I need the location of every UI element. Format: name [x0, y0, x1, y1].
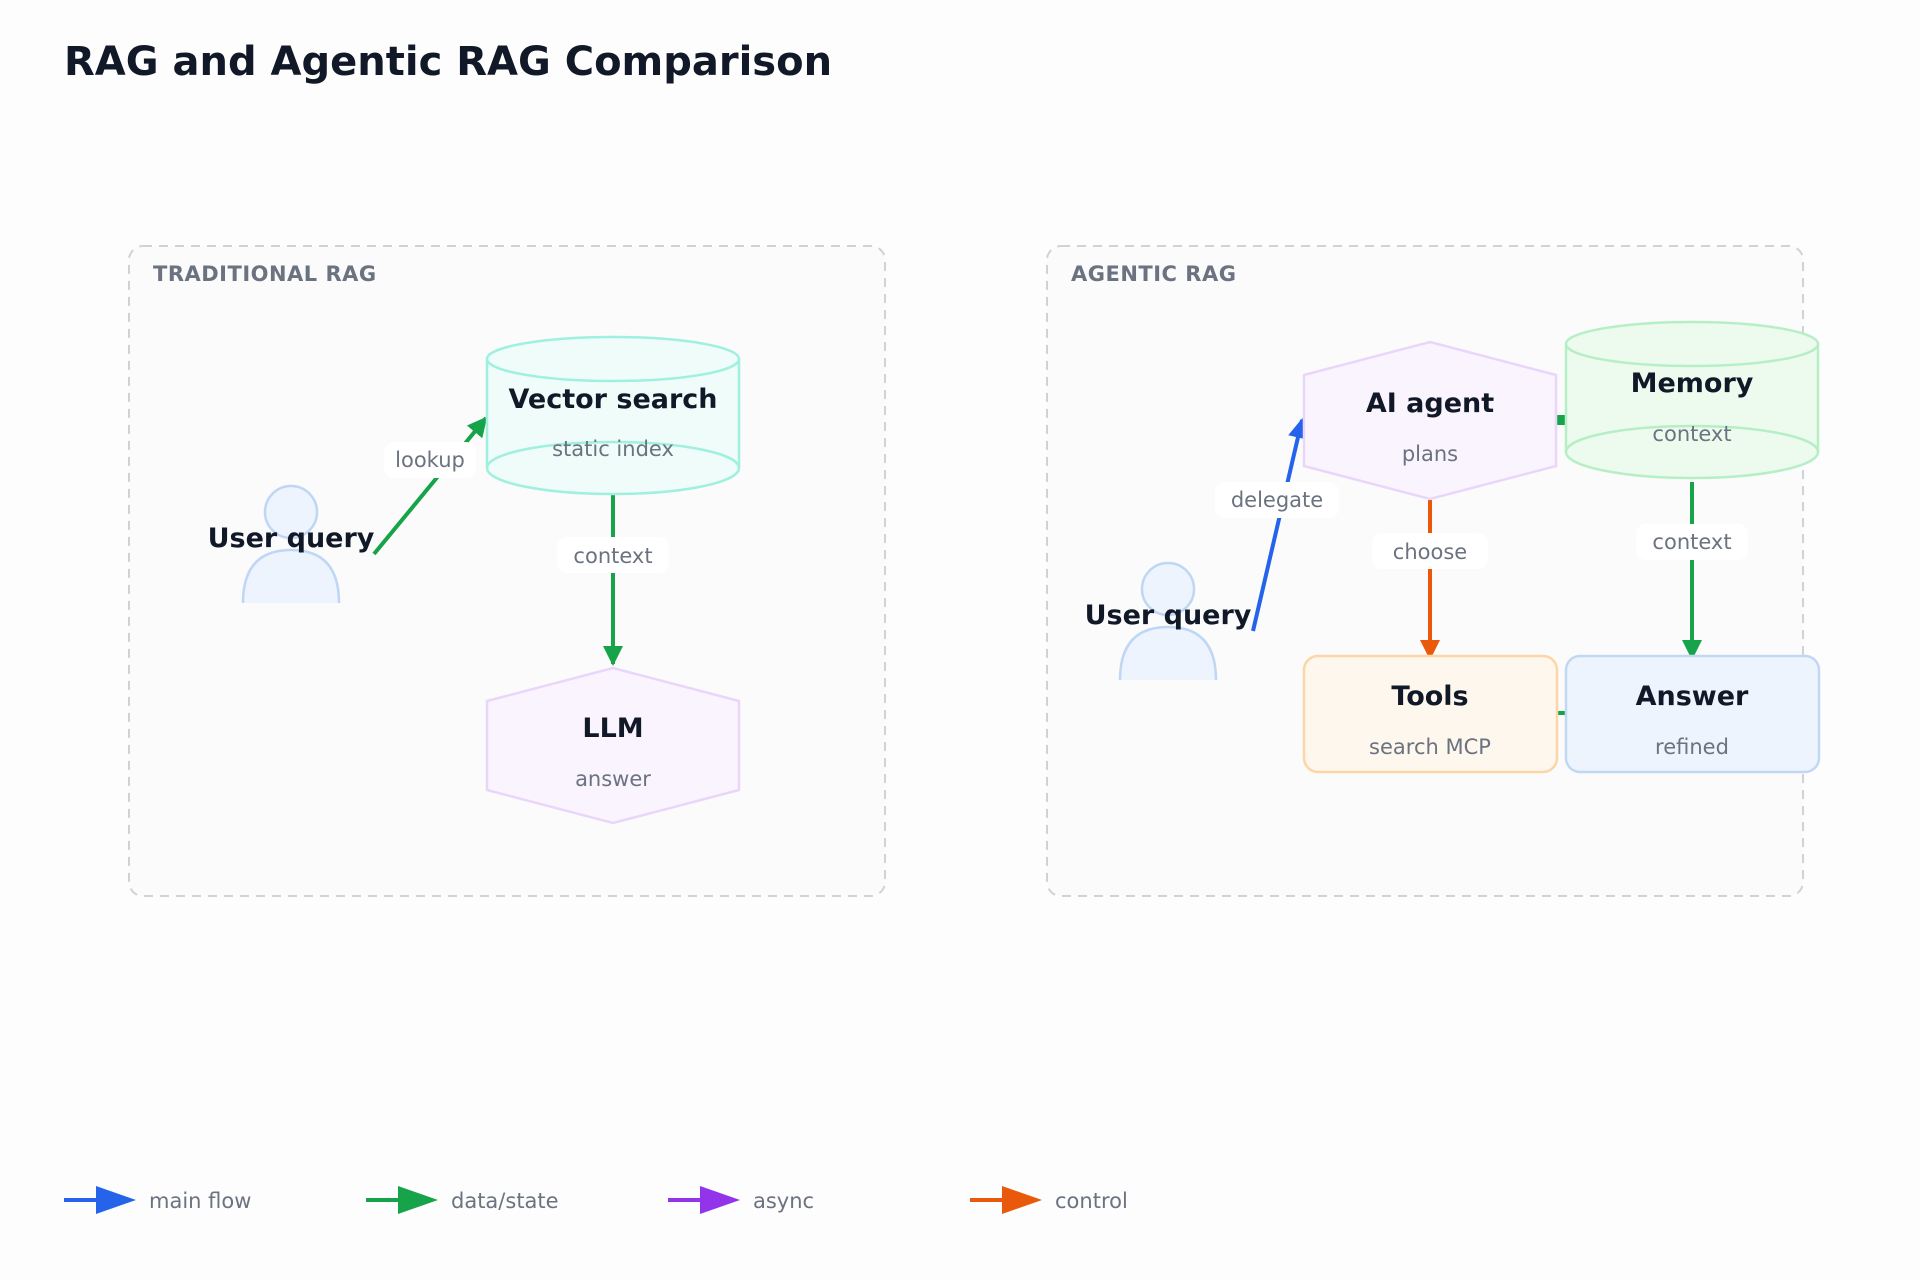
legend-item-control: control	[970, 1186, 1128, 1214]
svg-text:lookup: lookup	[395, 448, 465, 472]
legend-label-main-flow: main flow	[149, 1189, 251, 1213]
svg-text:delegate: delegate	[1231, 488, 1323, 512]
memory-subtitle: context	[1652, 422, 1731, 446]
answer-title: Answer	[1636, 681, 1749, 712]
legend-arrow-icon	[398, 1186, 438, 1214]
page-title: RAG and Agentic RAG Comparison	[64, 39, 832, 85]
llm-title: LLM	[582, 713, 643, 744]
agentic-user-label: User query	[1085, 600, 1252, 631]
edge-label-delegate: delegate	[1215, 482, 1339, 518]
edge-label-context-traditional: context	[557, 537, 669, 573]
edge-label-choose: choose	[1372, 533, 1488, 569]
ai-agent-subtitle: plans	[1402, 442, 1458, 466]
answer-subtitle: refined	[1655, 735, 1729, 759]
llm-node: LLM answer	[485, 666, 741, 825]
panel-traditional-rag: TRADITIONAL RAG User query Vector search…	[128, 245, 886, 897]
legend-label-async: async	[753, 1189, 814, 1213]
panel-traditional-frame	[128, 245, 886, 897]
svg-text:context: context	[1652, 530, 1731, 554]
ai-agent-title: AI agent	[1366, 388, 1494, 419]
legend-arrow-icon	[1002, 1186, 1042, 1214]
trad-user-label: User query	[208, 523, 375, 554]
trad-user-node: User query	[208, 484, 375, 604]
vector-search-title: Vector search	[508, 384, 717, 415]
legend-label-control: control	[1055, 1189, 1128, 1213]
memory-node: Memory context	[1564, 320, 1820, 480]
answer-node: Answer refined	[1564, 654, 1821, 774]
legend-item-main-flow: main flow	[64, 1186, 251, 1214]
vector-search-node: Vector search static index	[485, 335, 741, 496]
legend-item-data-state: data/state	[366, 1186, 559, 1214]
agentic-user-node: User query	[1085, 561, 1252, 681]
edge-delegate	[1251, 418, 1308, 632]
person-icon	[1118, 561, 1218, 681]
memory-title: Memory	[1631, 368, 1754, 399]
edge-label-lookup: lookup	[384, 442, 476, 478]
svg-text:choose: choose	[1393, 540, 1467, 564]
svg-text:context: context	[573, 544, 652, 568]
tools-title: Tools	[1391, 681, 1468, 712]
legend-arrow-icon	[700, 1186, 740, 1214]
tools-subtitle: search MCP	[1369, 735, 1491, 759]
edge-lookup	[372, 416, 488, 556]
tools-node: Tools search MCP	[1302, 654, 1559, 774]
panel-agentic-label: AGENTIC RAG	[1071, 262, 1236, 286]
person-icon	[241, 484, 341, 604]
legend-item-async: async	[668, 1186, 814, 1214]
legend-arrow-icon	[96, 1186, 136, 1214]
panel-traditional-label: TRADITIONAL RAG	[153, 262, 377, 286]
ai-agent-node: AI agent plans	[1302, 340, 1558, 501]
llm-subtitle: answer	[575, 767, 651, 791]
legend: main flow data/state async control	[64, 1186, 1128, 1214]
panel-agentic-rag: AGENTIC RAG User query AI agent plans Me…	[1046, 245, 1821, 897]
edge-label-context-agentic: context	[1636, 524, 1748, 560]
vector-search-subtitle: static index	[552, 437, 674, 461]
legend-label-data-state: data/state	[451, 1189, 559, 1213]
